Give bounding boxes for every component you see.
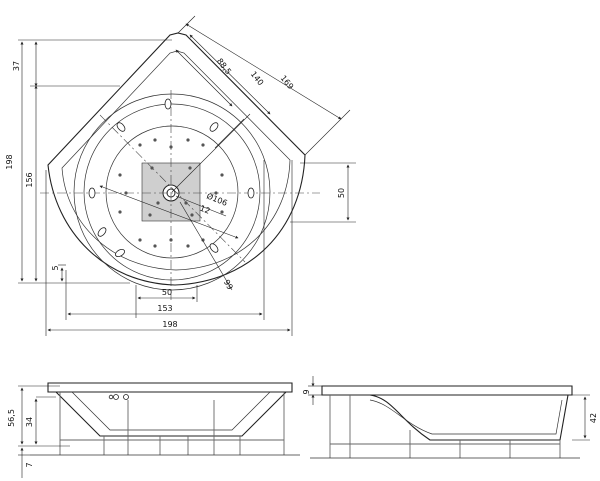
side-basin-inner xyxy=(369,399,563,435)
bottom-dimensions xyxy=(45,160,293,336)
label-153: 153 xyxy=(157,304,172,313)
label-7: 7 xyxy=(25,462,34,467)
front-legs xyxy=(59,392,285,455)
label-42: 42 xyxy=(589,413,598,423)
front-dimensions xyxy=(18,385,70,478)
side-basin xyxy=(340,394,569,441)
label-50-bottom: 50 xyxy=(162,288,172,297)
front-elevation: 56,5 34 7 xyxy=(7,382,300,478)
inner-rim xyxy=(61,50,291,271)
right-dimension xyxy=(290,162,356,223)
label-99: 99 xyxy=(222,278,235,291)
label-140: 140 xyxy=(249,70,266,88)
side-dimensions xyxy=(308,376,590,441)
drain-dimensions xyxy=(99,185,239,291)
side-rim xyxy=(321,385,573,396)
left-dimensions xyxy=(18,39,172,284)
label-50-right: 50 xyxy=(337,188,346,198)
label-169: 169 xyxy=(279,74,296,91)
front-jets xyxy=(108,394,129,400)
side-legs xyxy=(329,395,561,458)
basin-mid xyxy=(83,103,261,281)
label-12: 12 xyxy=(199,204,212,216)
front-basin-inner xyxy=(71,391,271,431)
label-156: 156 xyxy=(25,172,34,187)
top-view: 37 198 156 5 50 153 198 88,5 xyxy=(5,15,356,336)
side-elevation: 9 42 xyxy=(302,376,598,459)
label-34: 34 xyxy=(25,417,34,427)
basin-outer xyxy=(73,93,271,291)
outer-rim xyxy=(47,32,306,286)
front-rim xyxy=(47,382,293,393)
label-9: 9 xyxy=(302,389,311,394)
diagonal-dimensions xyxy=(171,15,351,193)
label-5: 5 xyxy=(51,265,60,270)
label-198-left: 198 xyxy=(5,154,14,169)
front-basin xyxy=(55,391,287,437)
label-56-5: 56,5 xyxy=(7,409,16,427)
label-198-bottom: 198 xyxy=(162,320,177,329)
label-37: 37 xyxy=(12,61,21,71)
